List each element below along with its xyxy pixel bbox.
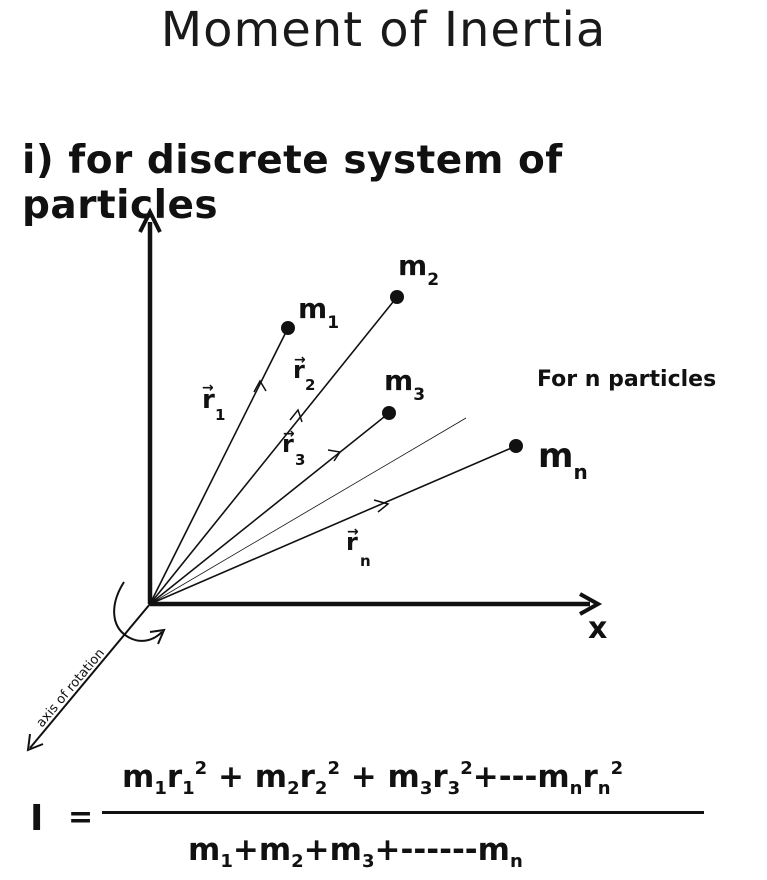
particle-label-m2: m2	[398, 249, 439, 290]
formula-lhs: I	[30, 798, 44, 839]
rotation-arrow-head	[149, 628, 166, 645]
svg-text:→: →	[347, 524, 359, 540]
formula-denominator: m1+m2+m3+------mn	[188, 832, 523, 872]
vector-label-r3: r → 3	[282, 426, 305, 469]
vector-label-r2: r → 2	[293, 352, 315, 394]
x-axis-arrowhead	[579, 592, 603, 616]
note-for-n-particles: For n particles	[537, 367, 716, 392]
particle-system-diagram: x axis of rotation m1 m2 m3 mn r → 1 r →…	[26, 207, 716, 752]
particle-label-m1: m1	[298, 292, 339, 333]
vector-line-r3	[149, 412, 390, 605]
axis-of-rotation-arrowhead	[26, 733, 44, 752]
svg-text:→: →	[283, 426, 295, 442]
formula-equals: =	[68, 800, 94, 835]
reference-line	[149, 417, 467, 605]
arrow-tick-rn	[373, 499, 390, 513]
particle-m3	[382, 406, 396, 420]
arrow-tick-r2	[289, 408, 303, 423]
x-axis-label: x	[588, 611, 607, 646]
particle-label-mn: mn	[538, 436, 588, 484]
svg-text:2: 2	[305, 376, 315, 394]
vector-label-r1: r → 1	[202, 380, 225, 424]
svg-text:r: r	[282, 430, 294, 458]
svg-text:1: 1	[215, 406, 225, 424]
arrow-tick-r3	[327, 449, 342, 462]
section-heading: i) for discrete system of particles	[22, 138, 563, 228]
svg-text:→: →	[294, 352, 306, 368]
moment-of-inertia-formula: I = m1r12 + m2r22 + m3r32+---mnrn2 m1+m2…	[0, 740, 767, 880]
vector-line-rn	[149, 445, 517, 605]
page-title: Moment of Inertia	[160, 2, 607, 58]
svg-text:→: →	[202, 380, 214, 396]
vector-label-rn: r → n	[346, 524, 371, 570]
svg-text:r: r	[202, 385, 215, 415]
svg-text:r: r	[293, 356, 305, 384]
particle-m2	[390, 290, 404, 304]
y-axis-arrowhead	[138, 207, 162, 233]
axis-of-rotation-line	[29, 603, 151, 749]
rotation-arrow	[113, 581, 163, 642]
axis-of-rotation-label: axis of rotation	[34, 646, 108, 731]
svg-text:3: 3	[295, 451, 305, 469]
formula-numerator: m1r12 + m2r22 + m3r32+---mnrn2	[122, 758, 624, 799]
svg-text:r: r	[346, 528, 358, 556]
arrow-tick-r1	[253, 379, 267, 393]
fraction-bar	[102, 811, 704, 814]
particle-label-m3: m3	[384, 364, 425, 405]
vector-line-r2	[149, 296, 398, 605]
svg-text:n: n	[360, 552, 371, 570]
vector-line-r1	[149, 327, 289, 605]
particle-mn	[509, 439, 523, 453]
particle-m1	[281, 321, 295, 335]
